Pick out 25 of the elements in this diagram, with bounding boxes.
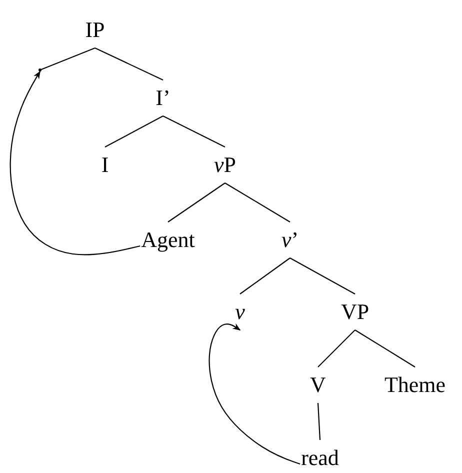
movement-arrow <box>208 323 300 465</box>
tree-branch <box>354 330 416 368</box>
tree-branch <box>224 182 290 222</box>
tree-node-label: read <box>300 440 340 473</box>
tree-branch <box>318 330 356 368</box>
tree-branch <box>317 402 321 440</box>
tree-node-label: Agent <box>140 222 196 258</box>
tree-node-label: IP <box>84 12 106 48</box>
tree-branch <box>168 182 226 222</box>
tree-node-label: VP <box>340 294 370 330</box>
tree-node-label: I’ <box>154 80 172 116</box>
tree-node-label: v <box>234 294 246 330</box>
tree-branch <box>162 116 226 148</box>
tree-branch <box>240 258 290 294</box>
tree-branch <box>94 48 164 80</box>
movement-arrow <box>10 70 140 256</box>
tree-node-label: v’ <box>280 222 300 258</box>
tree-node-label: Theme <box>383 367 447 403</box>
tree-branch <box>104 116 164 148</box>
tree-node-label: I <box>100 147 110 183</box>
tree-node-label: vP <box>213 147 237 183</box>
tree-branch <box>40 47 96 71</box>
tree-branch <box>290 258 356 294</box>
empty-position <box>38 68 42 72</box>
tree-node-label: V <box>309 367 327 403</box>
